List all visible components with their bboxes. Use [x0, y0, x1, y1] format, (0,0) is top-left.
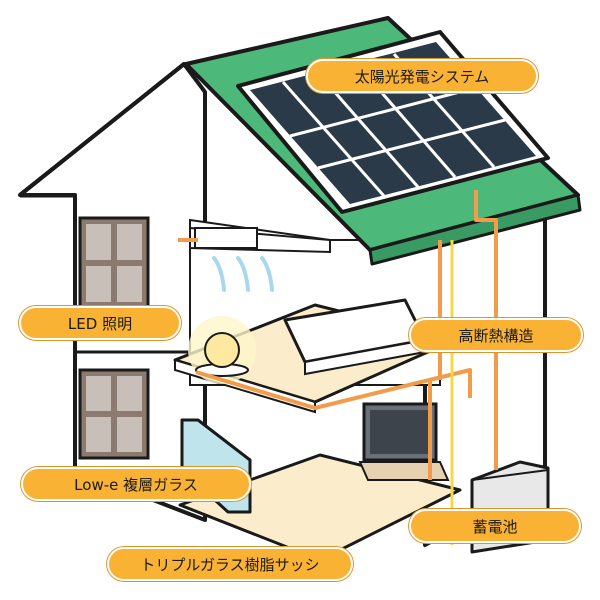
led-lamp-icon	[188, 316, 256, 384]
callout-battery-label: 蓄電池	[472, 517, 518, 536]
callout-low-e-glass: Low-e 複層ガラス	[21, 467, 251, 501]
tv-icon	[358, 402, 450, 481]
callout-low-e-label: Low-e 複層ガラス	[74, 475, 198, 494]
callout-insulation-label: 高断熱構造	[458, 326, 534, 345]
air-flow-icon	[212, 256, 274, 292]
callout-triple-glass-sash: トリプルガラス樹脂サッシ	[107, 547, 353, 581]
lower-window	[78, 368, 150, 460]
callout-high-insulation: 高断熱構造	[409, 318, 583, 352]
gable-trim	[18, 62, 186, 197]
upper-window	[78, 216, 150, 310]
air-conditioner	[189, 226, 331, 254]
roof-edge	[368, 193, 582, 266]
callout-solar-power-system: 太陽光発電システム	[306, 59, 538, 93]
callout-led-label: LED 照明	[67, 314, 133, 333]
callout-storage-battery: 蓄電池	[409, 509, 581, 543]
callout-solar-label: 太陽光発電システム	[354, 67, 490, 86]
callout-led-lighting: LED 照明	[19, 306, 181, 340]
callout-sash-label: トリプルガラス樹脂サッシ	[140, 555, 320, 574]
